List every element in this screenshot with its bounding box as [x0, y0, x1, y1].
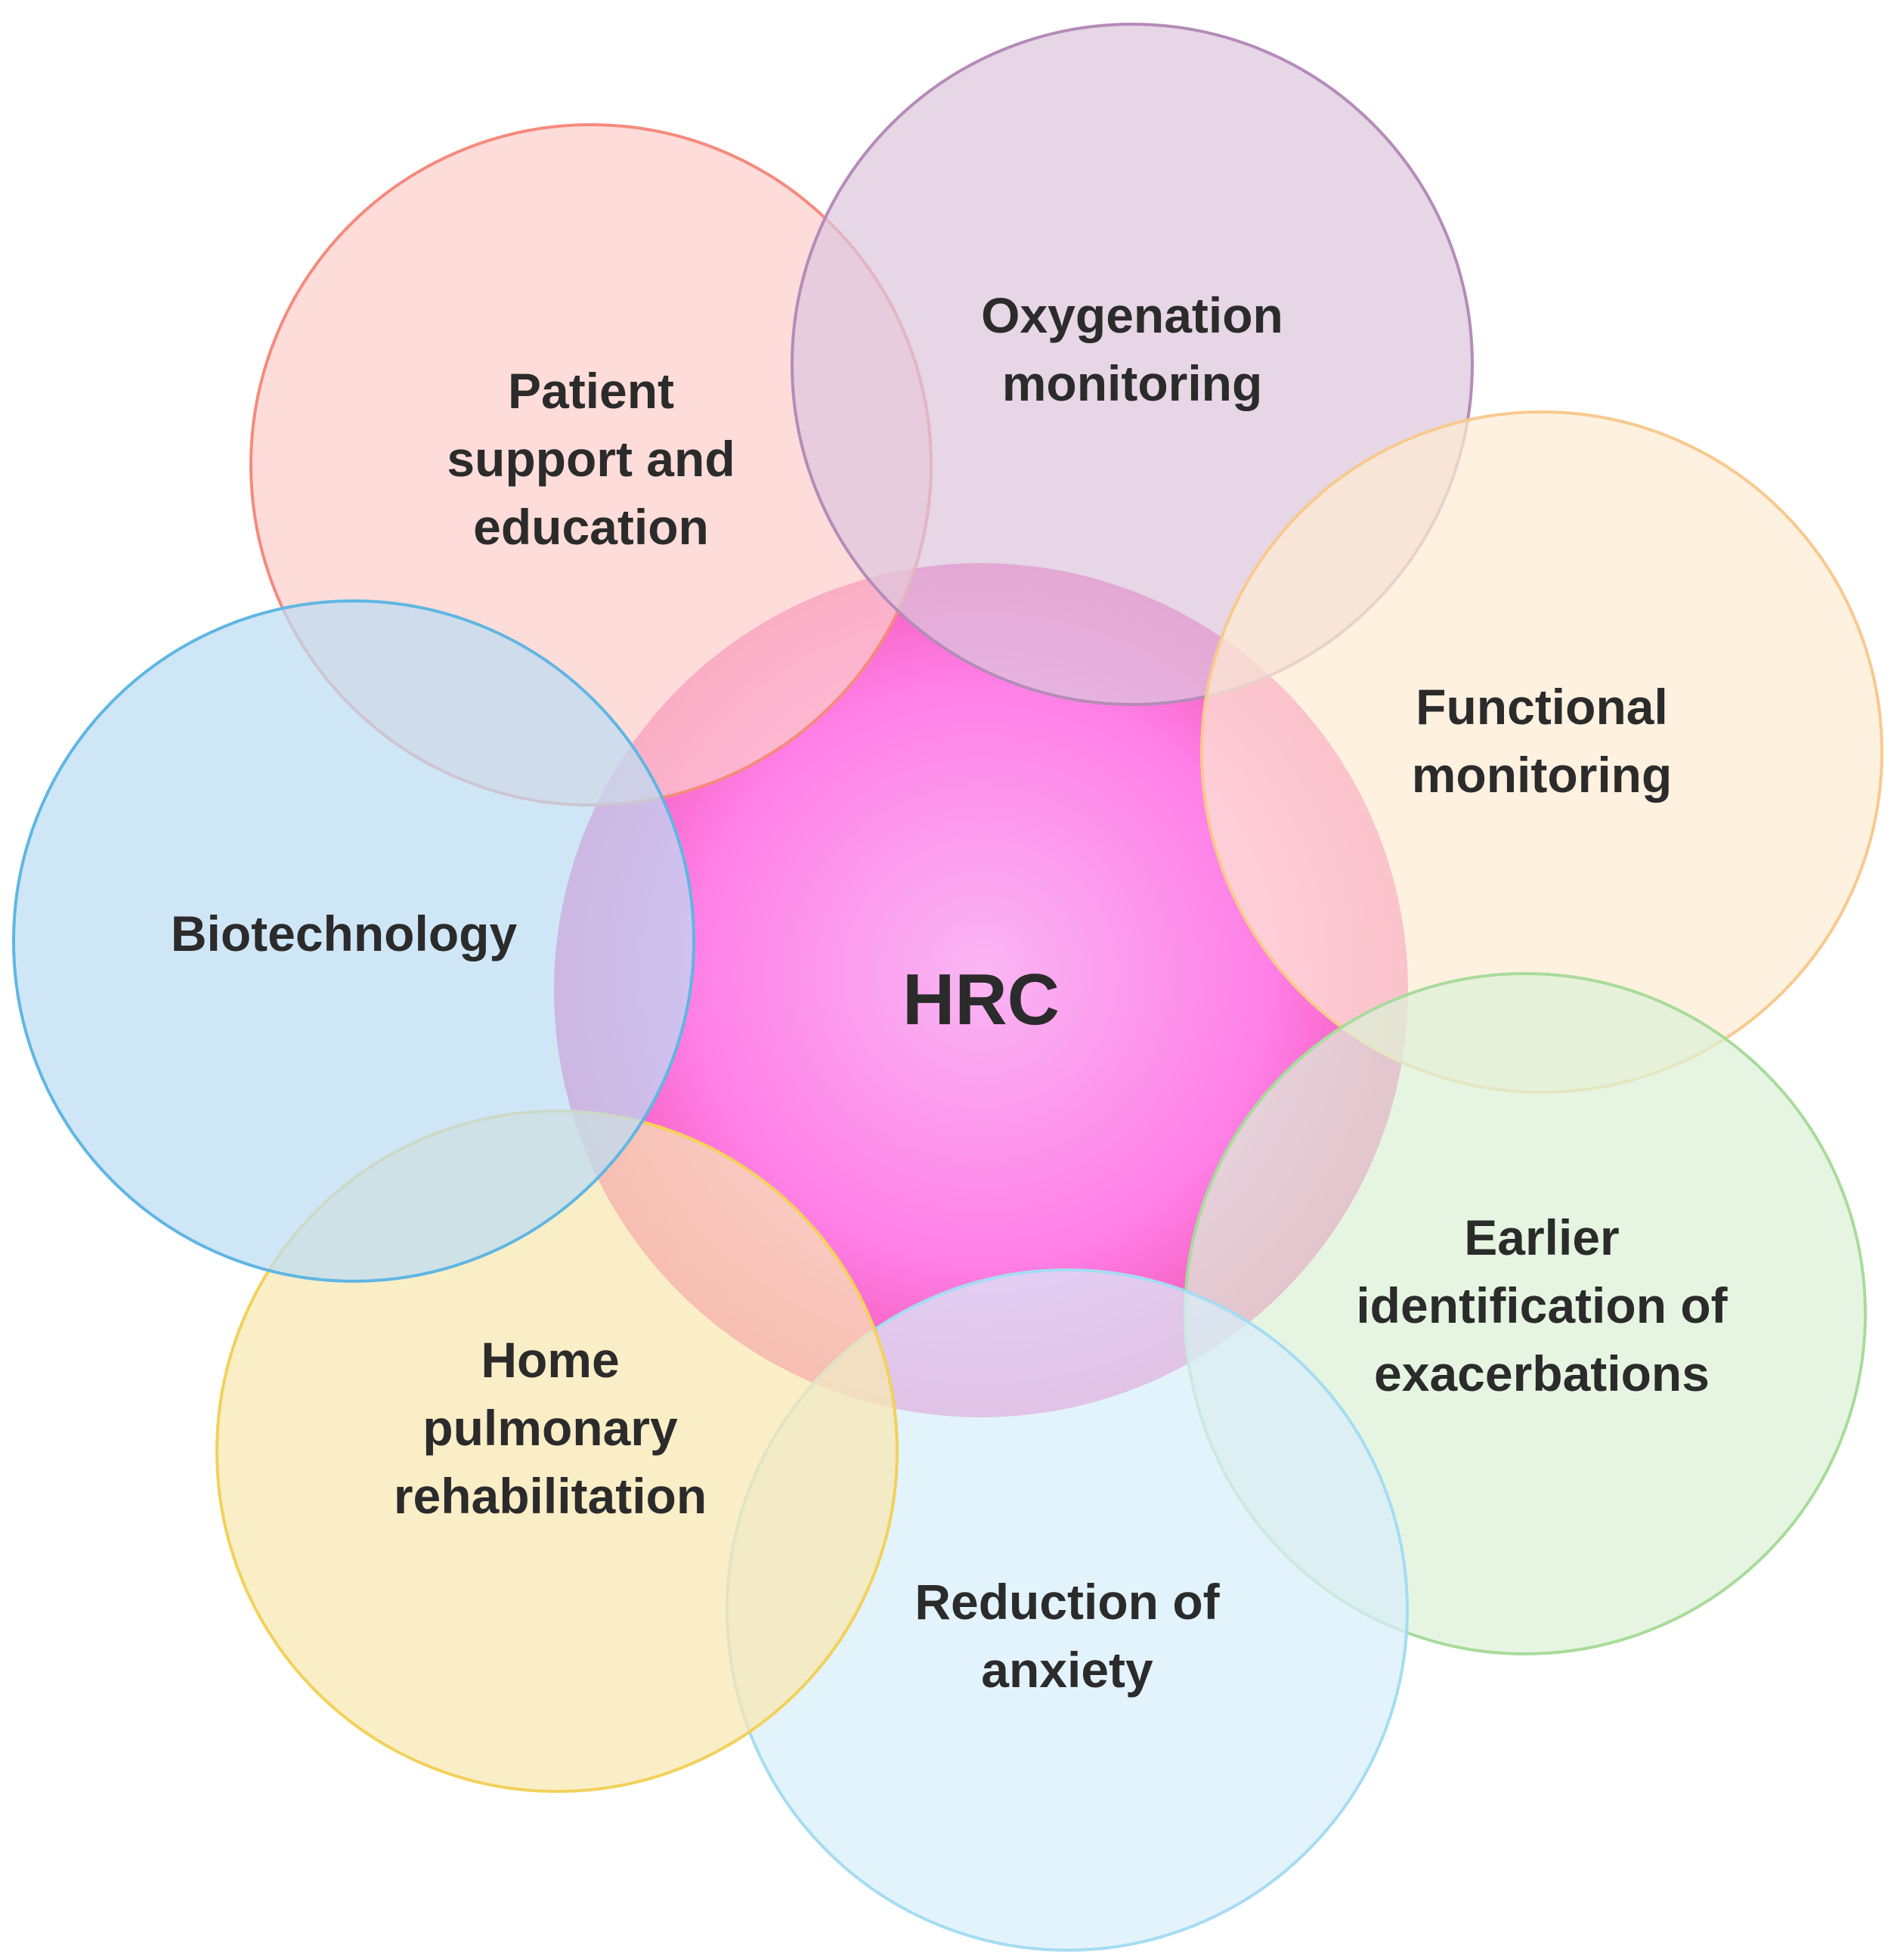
- petal-label-patient-support-line-2: support and: [447, 431, 735, 487]
- petal-label-functional-line-1: Functional: [1416, 679, 1668, 735]
- petal-circles: [12, 23, 1883, 1952]
- center-label-text: HRC: [902, 959, 1060, 1040]
- petal-label-home-rehab-line-1: Home: [481, 1332, 619, 1388]
- center-label: HRC: [902, 959, 1060, 1040]
- petal-label-earlier-identification: Earlier identification of exacerbations: [1356, 1209, 1728, 1401]
- petal-circle-biotechnology: [12, 599, 695, 1283]
- petal-label-reduction-anxiety: Reduction of anxiety: [915, 1574, 1220, 1698]
- petal-label-oxygenation-line-1: Oxygenation: [981, 287, 1283, 343]
- petal-label-earlier-identification-line-2: identification of: [1356, 1277, 1728, 1333]
- petal-label-functional: Functional monitoring: [1412, 679, 1673, 803]
- petal-label-home-rehab-line-3: rehabilitation: [394, 1468, 707, 1524]
- petal-label-patient-support: Patient support and education: [447, 363, 735, 555]
- petal-label-biotechnology-line-1: Biotechnology: [171, 906, 518, 961]
- petal-label-earlier-identification-line-3: exacerbations: [1374, 1345, 1710, 1401]
- petal-label-oxygenation-line-2: monitoring: [1002, 355, 1263, 411]
- petal-label-reduction-anxiety-line-1: Reduction of: [915, 1574, 1220, 1630]
- petal-label-patient-support-line-3: education: [473, 499, 709, 555]
- petal-label-earlier-identification-line-1: Earlier: [1464, 1209, 1619, 1265]
- petal-label-oxygenation: Oxygenation monitoring: [981, 287, 1283, 411]
- petal-label-patient-support-line-1: Patient: [508, 363, 674, 419]
- petal-label-biotechnology: Biotechnology: [171, 906, 518, 961]
- petal-label-home-rehab: Home pulmonary rehabilitation: [394, 1332, 707, 1524]
- petal-label-reduction-anxiety-line-2: anxiety: [981, 1642, 1153, 1698]
- petal-label-functional-line-2: monitoring: [1412, 747, 1673, 803]
- petal-label-home-rehab-line-2: pulmonary: [422, 1400, 678, 1456]
